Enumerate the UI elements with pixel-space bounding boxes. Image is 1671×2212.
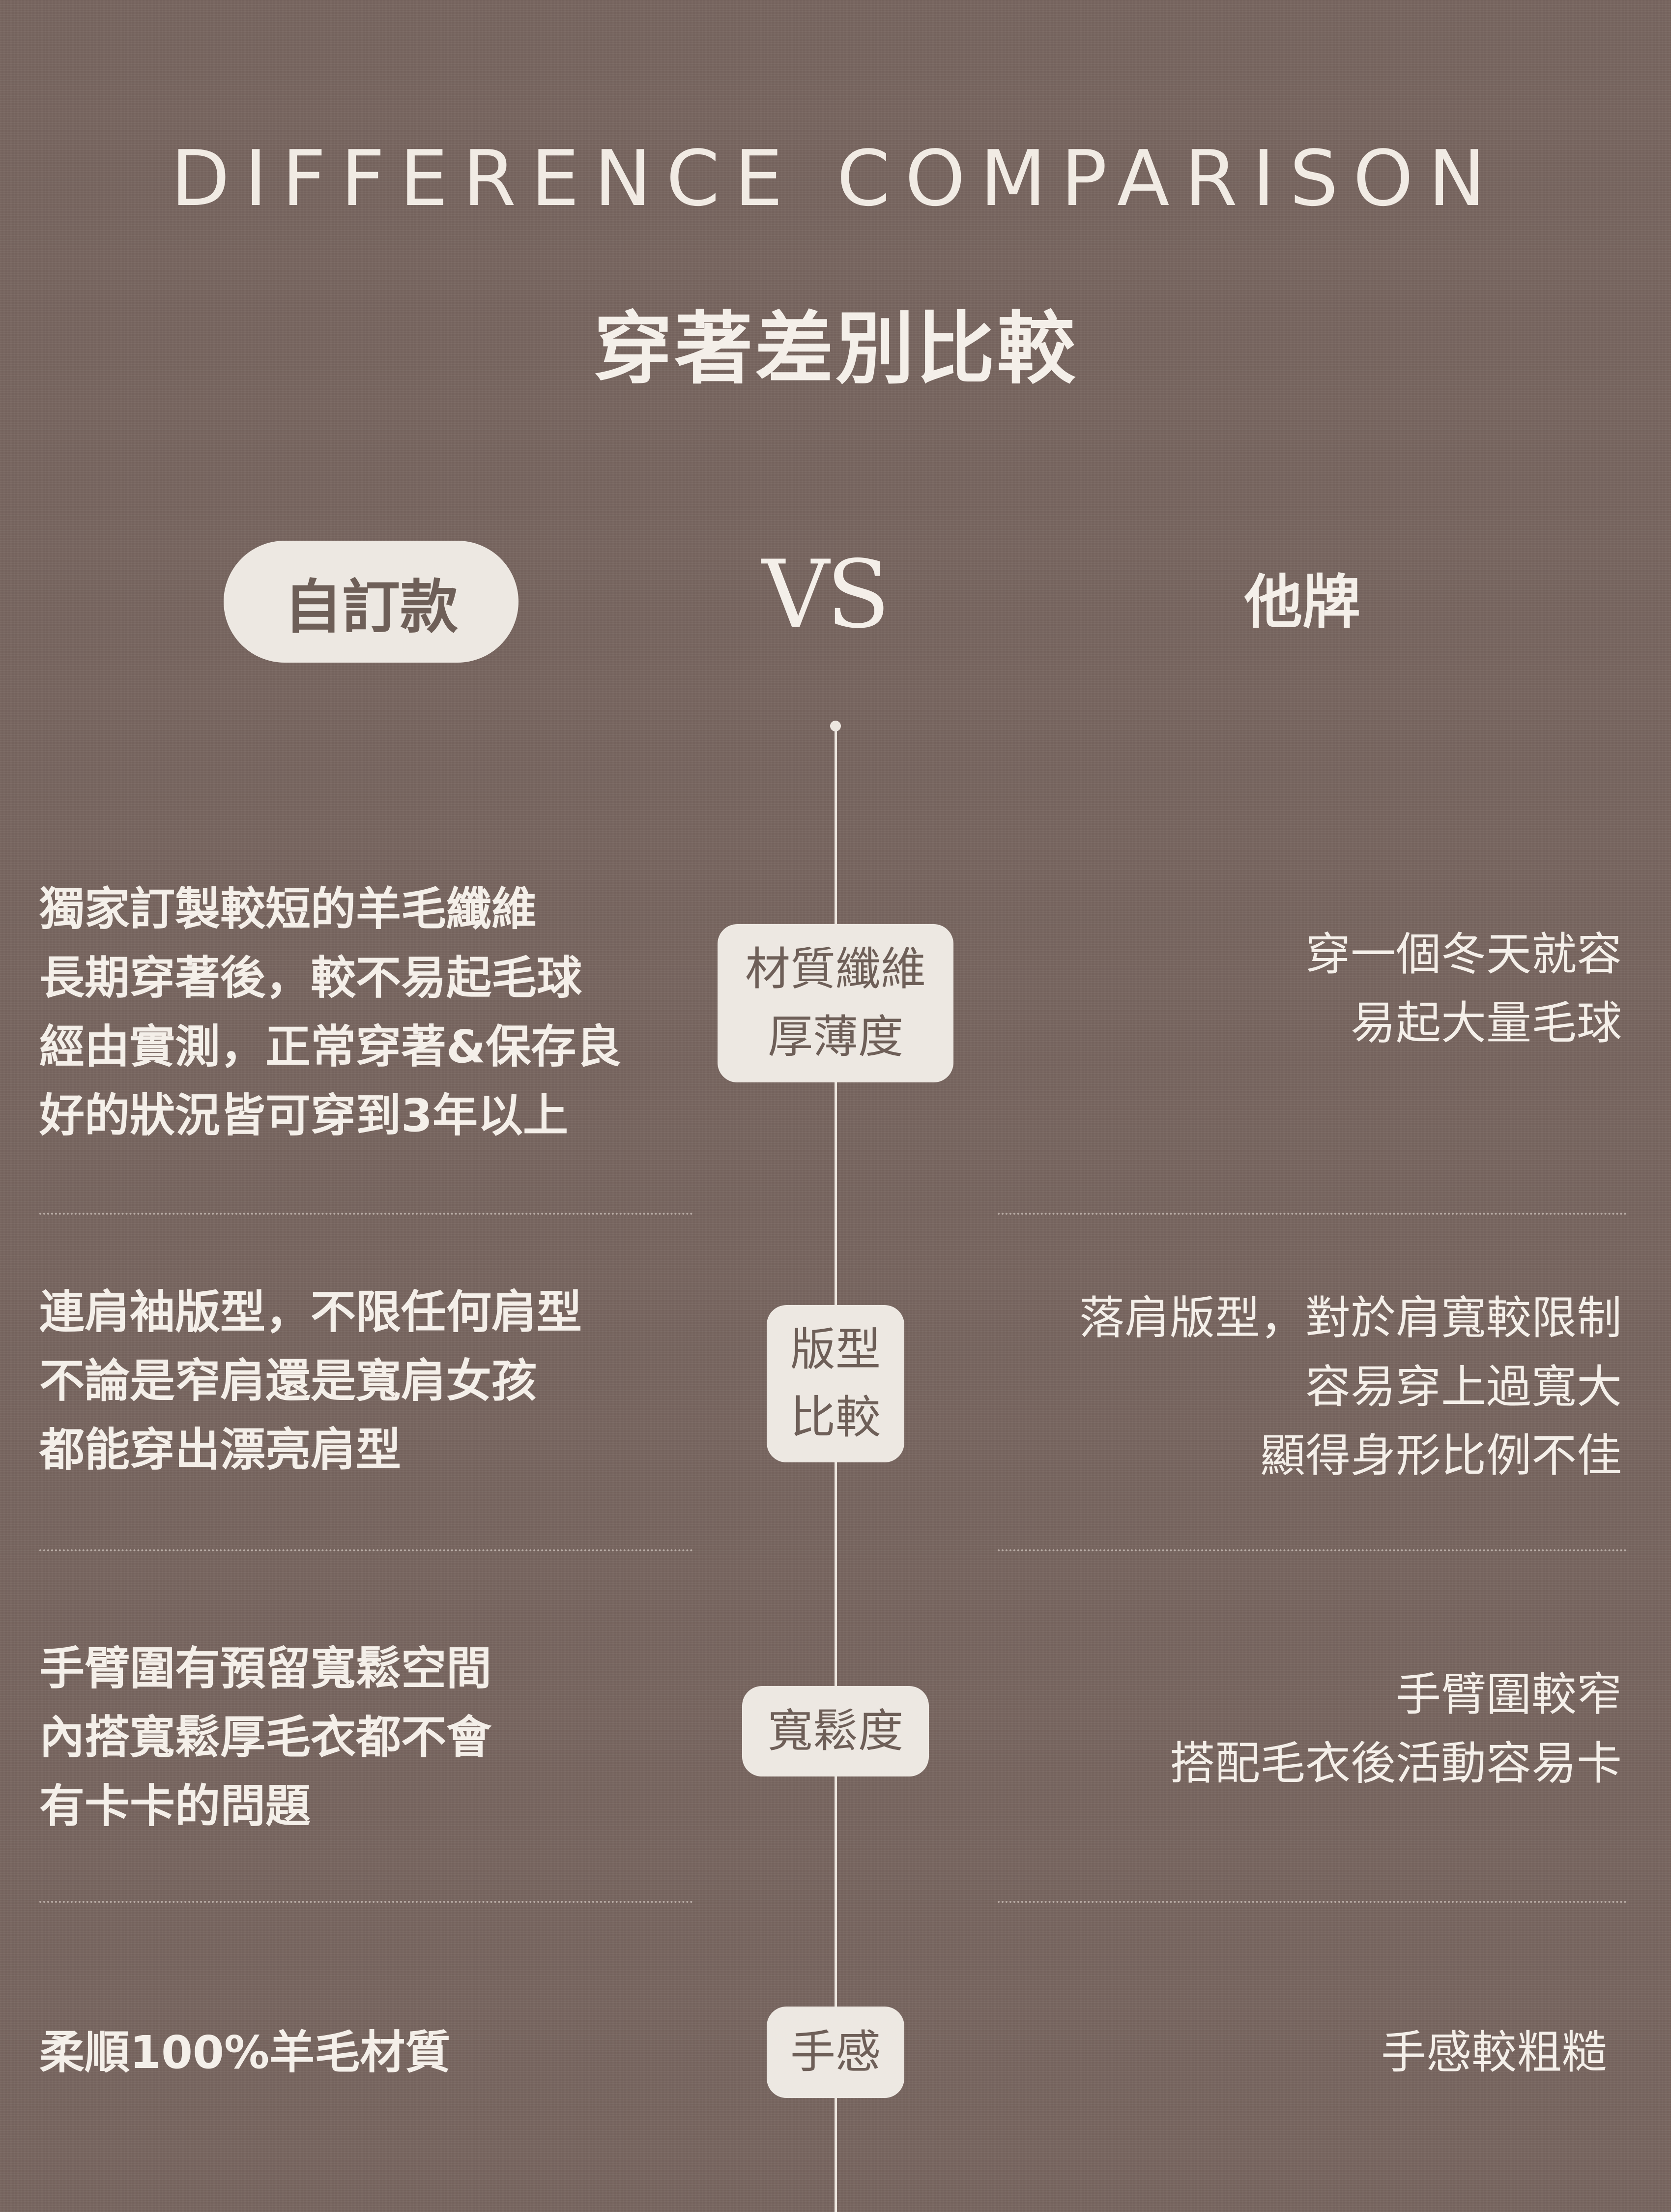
row-3-right-line: 手臂圍較窄 xyxy=(1395,1668,1622,1721)
row-2-left-line: 都能穿出漂亮肩型 xyxy=(39,1424,402,1476)
page-title: 穿著差別比較 xyxy=(593,303,1077,395)
row-3-right-line: 搭配毛衣後活動容易卡 xyxy=(1169,1737,1622,1790)
row-3-category-line: 寬鬆度 xyxy=(767,1705,903,1757)
row-2-category-line: 比較 xyxy=(790,1391,881,1444)
row-3-right-text: 手臂圍較窄 搭配毛衣後活動容易卡 xyxy=(963,1660,1622,1798)
row-4-category-line: 手感 xyxy=(790,2026,881,2078)
row-1-left-text: 獨家訂製較短的羊毛纖維 長期穿著後，較不易起毛球 經由實測，正常穿著&保存良 好… xyxy=(39,875,698,1150)
row-2-right-line: 容易穿上過寬大 xyxy=(1305,1361,1622,1413)
timeline-axis-dot xyxy=(830,721,841,731)
right-column-label: 他牌 xyxy=(1244,568,1360,636)
row-2-left-line: 連肩袖版型，不限任何肩型 xyxy=(39,1286,582,1339)
row-2-left-text: 連肩袖版型，不限任何肩型 不論是窄肩還是寬肩女孩 都能穿出漂亮肩型 xyxy=(39,1278,698,1484)
row-2-right-line: 落肩版型，對於肩寬較限制 xyxy=(1079,1292,1622,1344)
row-3-left-line: 有卡卡的問題 xyxy=(39,1780,311,1833)
row-1-left-line: 獨家訂製較短的羊毛纖維 xyxy=(39,883,537,935)
row-1-left-line: 長期穿著後，較不易起毛球 xyxy=(39,952,582,1004)
vs-label: VS xyxy=(762,540,890,649)
row-divider-left xyxy=(39,1901,693,1903)
row-1-category-line: 厚薄度 xyxy=(767,1011,903,1063)
row-divider-right xyxy=(998,1549,1627,1551)
row-3-category-tag: 寬鬆度 xyxy=(742,1686,929,1776)
row-1-right-line: 穿一個冬天就容 xyxy=(1305,928,1622,981)
row-1-category-tag: 材質纖維 厚薄度 xyxy=(718,924,953,1082)
row-divider-right xyxy=(998,1901,1627,1903)
row-3-left-line: 內搭寬鬆厚毛衣都不會 xyxy=(39,1711,492,1764)
row-1-left-line: 好的狀況皆可穿到3年以上 xyxy=(39,1089,569,1142)
row-2-right-line: 顯得身形比例不佳 xyxy=(1260,1429,1622,1482)
row-4-left-text: 柔順100%羊毛材質 xyxy=(39,2018,698,2087)
row-4-left-line: 柔順100%羊毛材質 xyxy=(39,2026,451,2079)
row-4-right-text: 手感較粗糙 xyxy=(949,2018,1607,2087)
row-4-right-line: 手感較粗糙 xyxy=(1381,2026,1607,2079)
left-column-label: 自訂款 xyxy=(224,541,519,663)
row-divider-right xyxy=(998,1213,1627,1215)
row-1-right-line: 易起大量毛球 xyxy=(1350,997,1622,1049)
row-3-left-text: 手臂圍有預留寬鬆空間 內搭寬鬆厚毛衣都不會 有卡卡的問題 xyxy=(39,1634,698,1841)
row-divider-left xyxy=(39,1213,693,1215)
row-divider-left xyxy=(39,1549,693,1551)
row-4-category-tag: 手感 xyxy=(767,2007,904,2098)
row-2-category-tag: 版型 比較 xyxy=(767,1305,904,1462)
row-2-category-line: 版型 xyxy=(790,1323,881,1376)
row-2-right-text: 落肩版型，對於肩寬較限制 容易穿上過寬大 顯得身形比例不佳 xyxy=(963,1284,1622,1490)
row-3-left-line: 手臂圍有預留寬鬆空間 xyxy=(39,1642,492,1695)
row-1-left-line: 經由實測，正常穿著&保存良 xyxy=(39,1020,622,1073)
row-1-right-text: 穿一個冬天就容 易起大量毛球 xyxy=(963,920,1622,1058)
timeline-axis xyxy=(835,727,837,2212)
eyebrow-heading: DIFFERENCE COMPARISON xyxy=(171,134,1500,223)
row-1-category-line: 材質纖維 xyxy=(745,943,926,995)
row-2-left-line: 不論是窄肩還是寬肩女孩 xyxy=(39,1355,537,1407)
